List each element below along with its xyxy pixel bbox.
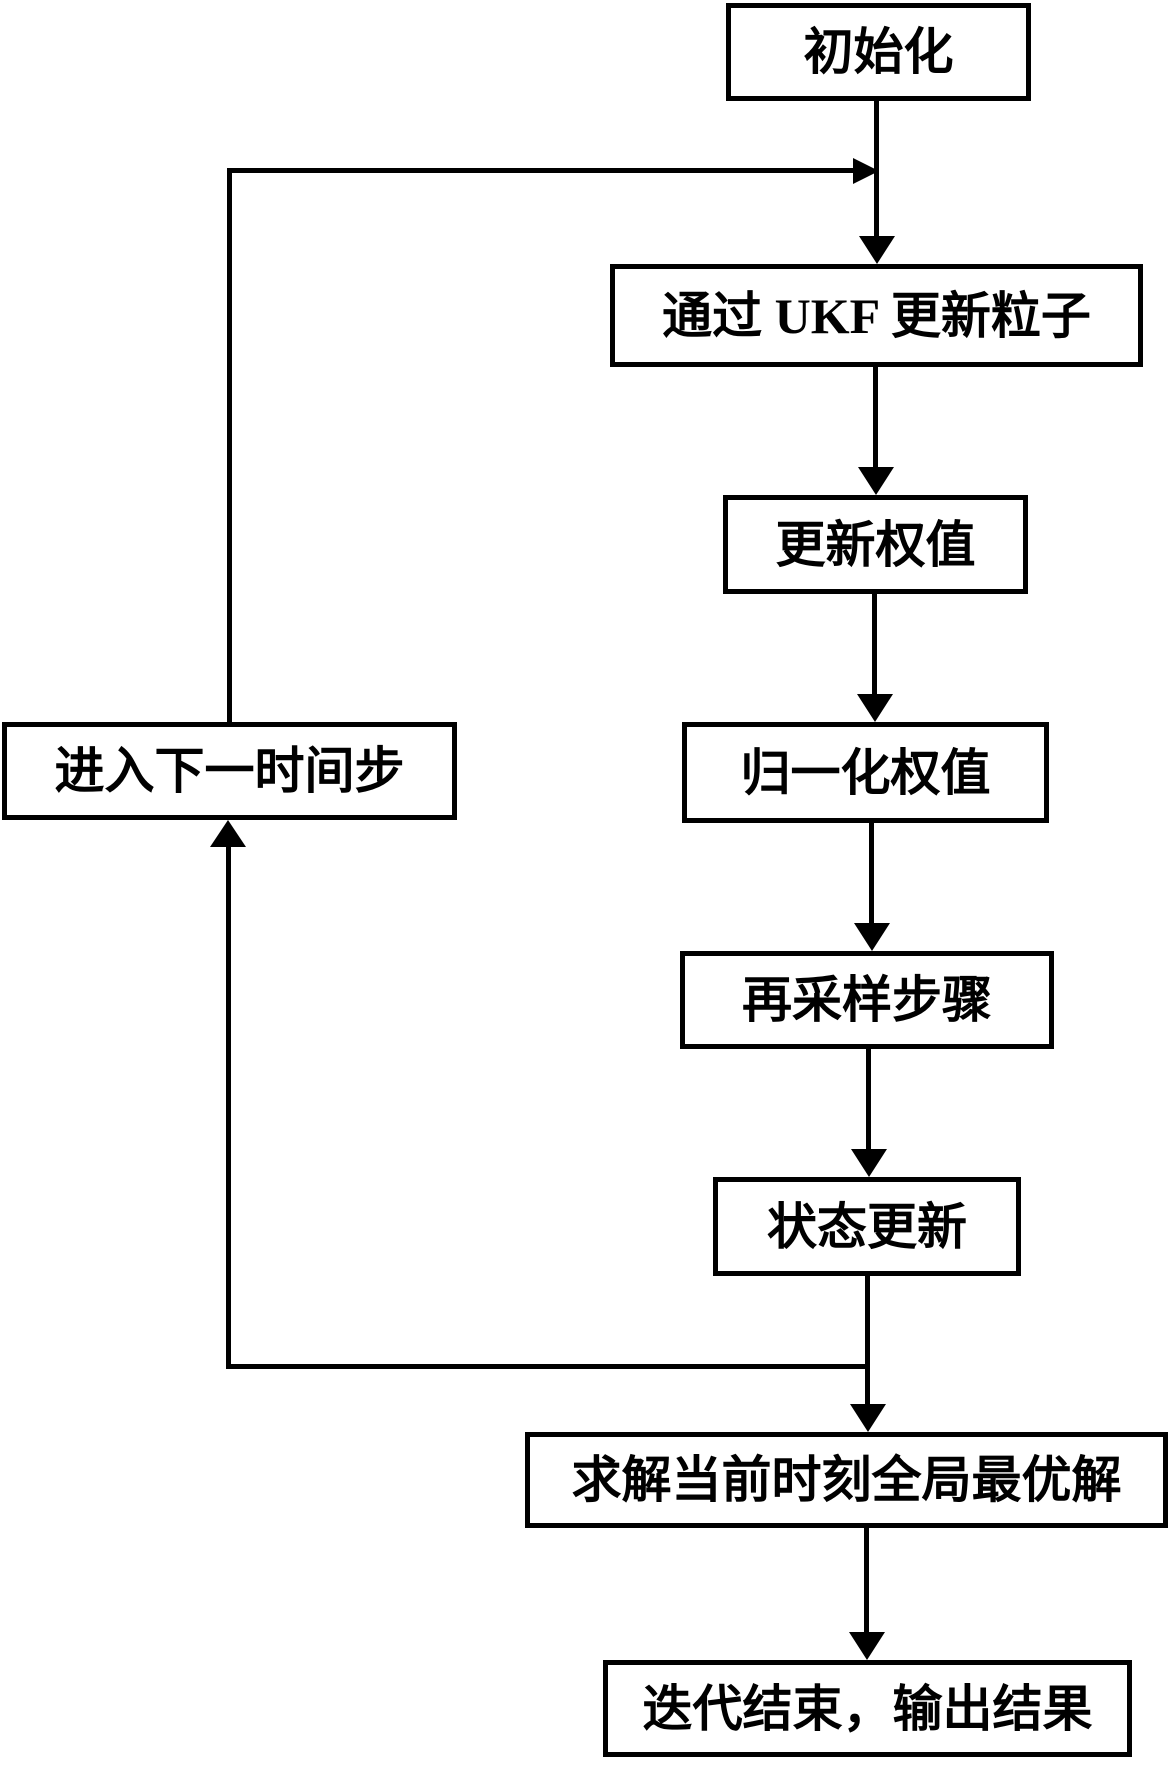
arrowhead-right-into-spine: [853, 158, 879, 184]
connector-loop-bottom-line: [226, 1364, 870, 1369]
connector-loop-left-upper-line: [227, 168, 232, 722]
connector-loop-left-lower-line: [226, 847, 231, 1367]
node-next-time-step-label: 进入下一时间步: [54, 743, 405, 799]
node-init-label: 初始化: [803, 24, 954, 80]
arrowhead-down-into-normalize: [857, 694, 893, 722]
node-global-best-label: 求解当前时刻全局最优解: [571, 1452, 1122, 1508]
node-resample-label: 再采样步骤: [742, 972, 992, 1028]
arrowhead-down-into-resample: [854, 923, 890, 951]
node-init: 初始化: [726, 3, 1031, 101]
node-end-output-label: 迭代结束，输出结果: [642, 1680, 1093, 1737]
connector-normalize-to-resample-line: [869, 823, 874, 923]
arrowhead-up-into-next-time-step: [210, 820, 246, 847]
connector-ukf-to-update-weights-line: [873, 367, 878, 467]
node-next-time-step: 进入下一时间步: [2, 722, 457, 820]
node-resample: 再采样步骤: [680, 951, 1054, 1049]
node-ukf-update-label: 通过 UKF 更新粒子: [662, 287, 1091, 344]
arrowhead-down-into-update-weights: [858, 467, 894, 495]
arrowhead-down-into-state-update: [851, 1149, 887, 1177]
connector-loop-top-line: [227, 168, 853, 173]
arrowhead-down-into-ukf: [859, 236, 895, 264]
connector-update-weights-to-normalize-line: [872, 594, 877, 694]
node-global-best: 求解当前时刻全局最优解: [525, 1432, 1168, 1528]
connector-resample-to-state-update-line: [866, 1049, 871, 1149]
arrowhead-down-into-end-output: [849, 1632, 885, 1660]
arrowhead-down-into-global-best: [850, 1404, 886, 1432]
node-state-update-label: 状态更新: [767, 1198, 967, 1255]
node-normalize-weights: 归一化权值: [682, 722, 1049, 823]
node-update-weights-label: 更新权值: [775, 516, 976, 573]
node-state-update: 状态更新: [713, 1177, 1021, 1276]
node-normalize-weights-label: 归一化权值: [740, 744, 991, 801]
node-ukf-update: 通过 UKF 更新粒子: [610, 264, 1143, 367]
connector-global-best-to-end-line: [864, 1528, 869, 1632]
node-end-output: 迭代结束，输出结果: [603, 1660, 1132, 1757]
connector-state-update-to-global-best-line: [865, 1276, 870, 1404]
node-update-weights: 更新权值: [723, 495, 1028, 594]
